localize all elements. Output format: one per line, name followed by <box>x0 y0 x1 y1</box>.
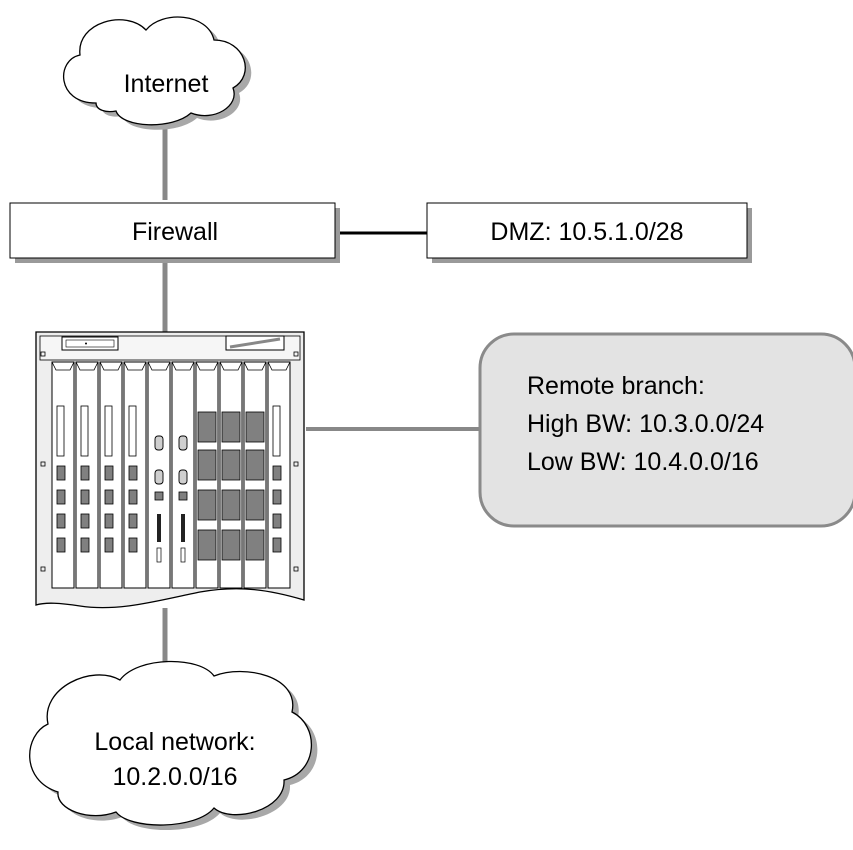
chassis-router-icon <box>35 331 305 609</box>
remote-branch-high-bw: High BW: 10.3.0.0/24 <box>527 410 764 438</box>
router-slot-card <box>171 361 195 589</box>
local-network-subnet: 10.2.0.0/16 <box>112 763 237 791</box>
dmz-box <box>426 202 748 259</box>
remote-branch-callout <box>478 332 853 528</box>
dmz-node: DMZ: 10.5.1.0/28 <box>426 202 752 263</box>
cloud-icon <box>63 16 246 126</box>
router-slot-card <box>123 361 147 589</box>
remote-branch-title: Remote branch: <box>527 372 705 400</box>
cloud-icon <box>29 660 313 826</box>
internet-label: Internet <box>124 70 209 98</box>
router-slot-card <box>243 361 267 589</box>
local-network-cloud: Local network: 10.2.0.0/16 <box>29 660 318 831</box>
remote-branch-node: Remote branch: High BW: 10.3.0.0/24 Low … <box>478 332 853 528</box>
remote-branch-low-bw: Low BW: 10.4.0.0/16 <box>527 448 759 476</box>
router-slot-card <box>195 361 219 589</box>
local-network-title: Local network: <box>94 728 255 756</box>
firewall-box <box>9 202 336 259</box>
firewall-label: Firewall <box>132 218 218 246</box>
router-slot-card <box>99 361 123 589</box>
dmz-label: DMZ: 10.5.1.0/28 <box>490 218 683 246</box>
router-slot-card <box>75 361 99 589</box>
firewall-node: Firewall <box>9 202 340 263</box>
router-slot-card <box>267 361 291 589</box>
links <box>162 125 480 672</box>
router-slot-card <box>219 361 243 589</box>
router-slots <box>51 361 291 589</box>
router-slot-card <box>51 361 75 589</box>
router-slot-card <box>147 361 171 589</box>
internet-cloud: Internet <box>63 16 252 130</box>
router-node <box>35 331 305 609</box>
